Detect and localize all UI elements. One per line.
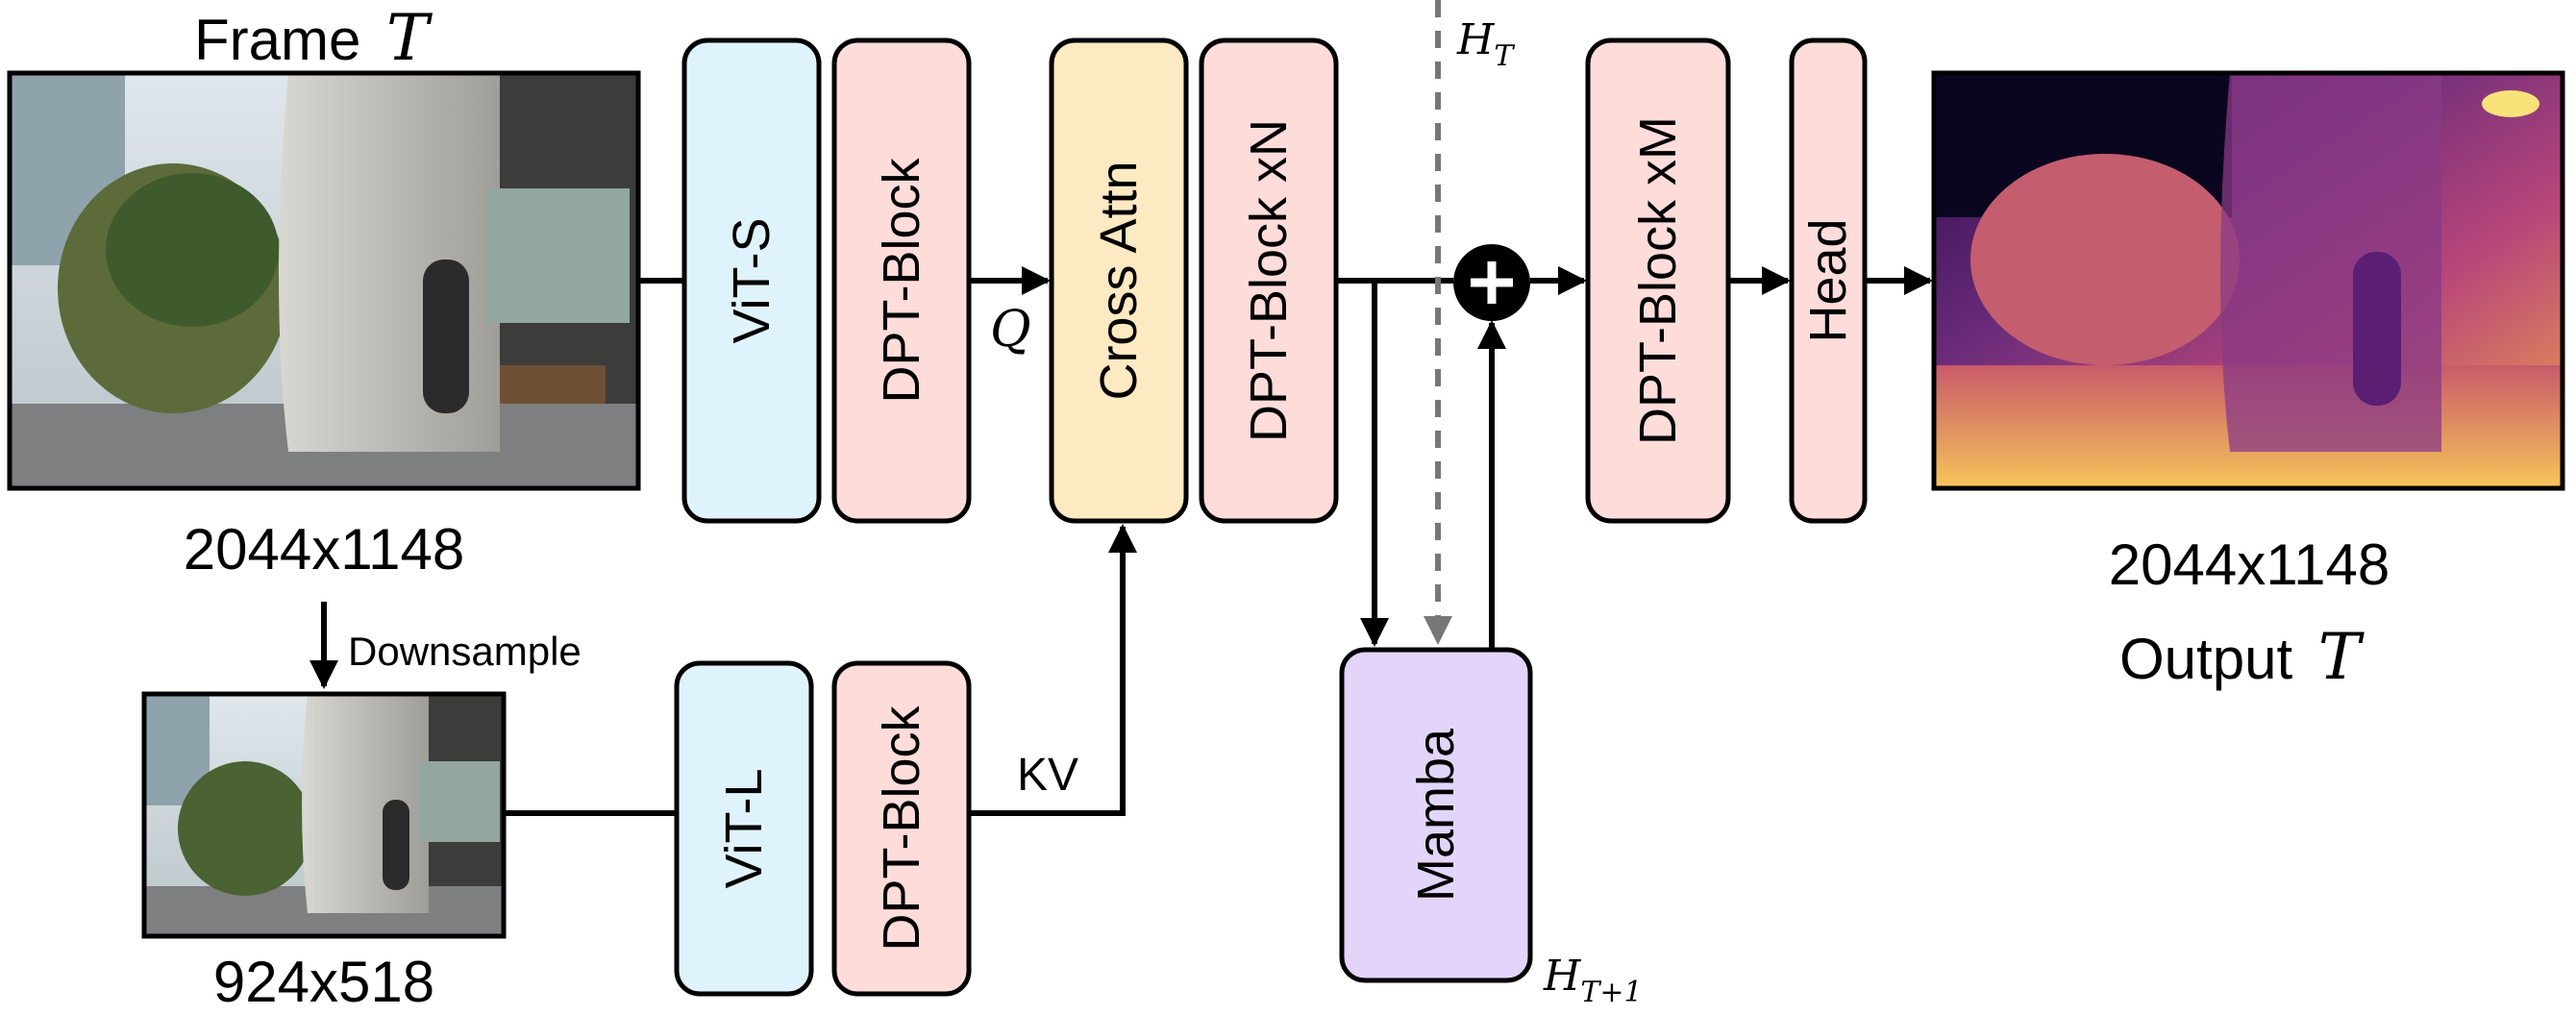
mamba-label: Mamba	[1407, 728, 1465, 902]
head-block: Head	[1789, 37, 1868, 524]
mamba-block: Mamba	[1339, 647, 1533, 983]
output-depth-image	[1931, 70, 2565, 491]
dpt-block-bottom-label: DPT-Block	[873, 705, 930, 951]
dpt-block-top-label: DPT-Block	[873, 157, 930, 403]
sum-node	[1453, 244, 1530, 321]
dpt-block-xm: DPT-Block xM	[1585, 37, 1731, 524]
input-frame-image	[7, 70, 641, 491]
vit-l-label: ViT-L	[715, 768, 773, 888]
cross-attn-block: Cross Attn	[1049, 37, 1189, 524]
output-resolution: 2044x1148	[2109, 532, 2390, 597]
downsampled-resolution: 924x518	[213, 950, 434, 1014]
downsample-label: Downsample	[348, 629, 582, 674]
vit-l-block: ViT-L	[674, 660, 814, 997]
q-label: Q	[990, 301, 1031, 359]
h-t-label: HT	[1456, 15, 1515, 73]
output-title: Output T	[2119, 620, 2365, 694]
h-t1-label: HT+1	[1543, 952, 1643, 1009]
dpt-block-bottom: DPT-Block	[831, 660, 972, 997]
dpt-block-top: DPT-Block	[831, 37, 972, 524]
downsampled-frame-image	[141, 691, 507, 939]
cross-attn-label: Cross Attn	[1090, 161, 1148, 400]
edge-kv-to-cross-attn	[969, 524, 1137, 816]
dpt-block-xn: DPT-Block xN	[1199, 37, 1339, 524]
input-resolution: 2044x1148	[184, 517, 465, 582]
head-label: Head	[1799, 218, 1857, 342]
dpt-block-xn-label: DPT-Block xN	[1240, 119, 1298, 442]
dpt-block-xm-label: DPT-Block xM	[1629, 116, 1687, 445]
kv-label: KV	[1017, 750, 1078, 801]
frame-title: Frame T	[194, 1, 433, 75]
vit-s-block: ViT-S	[681, 37, 822, 524]
vit-s-label: ViT-S	[723, 217, 780, 343]
